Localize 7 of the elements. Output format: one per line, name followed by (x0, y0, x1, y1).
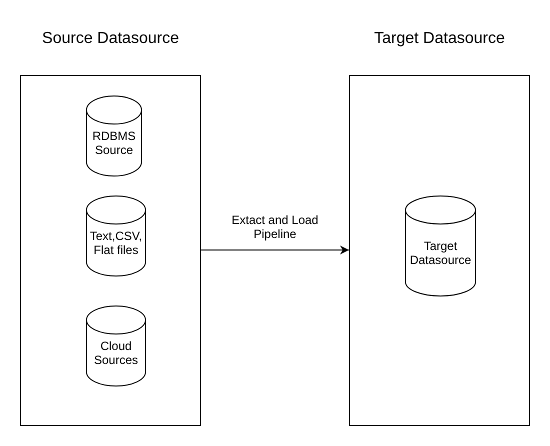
panel-title: Source Datasource (41, 30, 180, 48)
arrow (200, 246, 350, 254)
database-label: Cloud Sources (92, 339, 140, 367)
database-label: Text,CSV, Flat files (88, 229, 144, 257)
panel-title: Target Datasource (373, 30, 506, 48)
database-label: Target Datasource (408, 239, 472, 267)
database-label: RDBMS Source (91, 129, 137, 157)
